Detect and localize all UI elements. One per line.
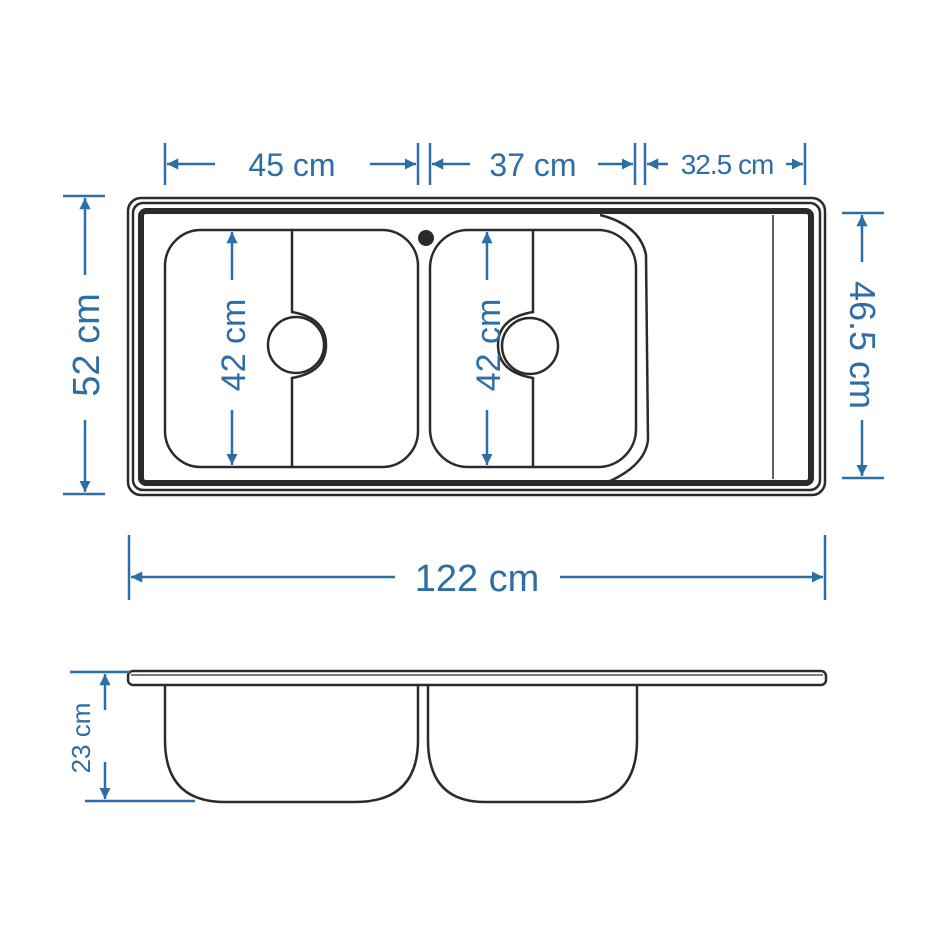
bowl-height-dimension: 23 cm	[66, 670, 195, 803]
top-dimensions: 45 cm 37 cm 32.5 cm	[163, 143, 807, 185]
drain-right	[500, 316, 560, 376]
right-bowl-width-label: 37 cm	[489, 147, 576, 183]
overall-width-label: 122 cm	[415, 558, 540, 600]
tap-hole	[418, 230, 434, 246]
right-bowl-side	[426, 685, 639, 804]
overall-depth-label: 52 cm	[66, 293, 108, 396]
left-bowl-width-label: 45 cm	[248, 147, 335, 183]
drainer-width-label: 32.5 cm	[681, 149, 774, 180]
drain-left	[266, 315, 326, 375]
left-bowl-length-label: 42 cm	[215, 299, 253, 392]
bowl-length-dimensions: 42 cm 42 cm	[215, 232, 508, 465]
overall-width-dimension: 122 cm	[127, 535, 827, 600]
drainer-edge	[599, 213, 650, 483]
bowl-height-label: 23 cm	[66, 703, 96, 774]
sink-side-view	[126, 669, 828, 804]
inner-depth-dimension: 46.5 cm	[842, 211, 884, 480]
left-bowl	[163, 228, 420, 469]
sink-top-view	[126, 196, 827, 497]
right-bowl-length-label: 42 cm	[470, 299, 508, 392]
inner-depth-label: 46.5 cm	[842, 281, 883, 409]
right-bowl	[428, 228, 638, 469]
overall-depth-dimension: 52 cm	[63, 194, 108, 496]
left-bowl-side	[163, 685, 420, 804]
